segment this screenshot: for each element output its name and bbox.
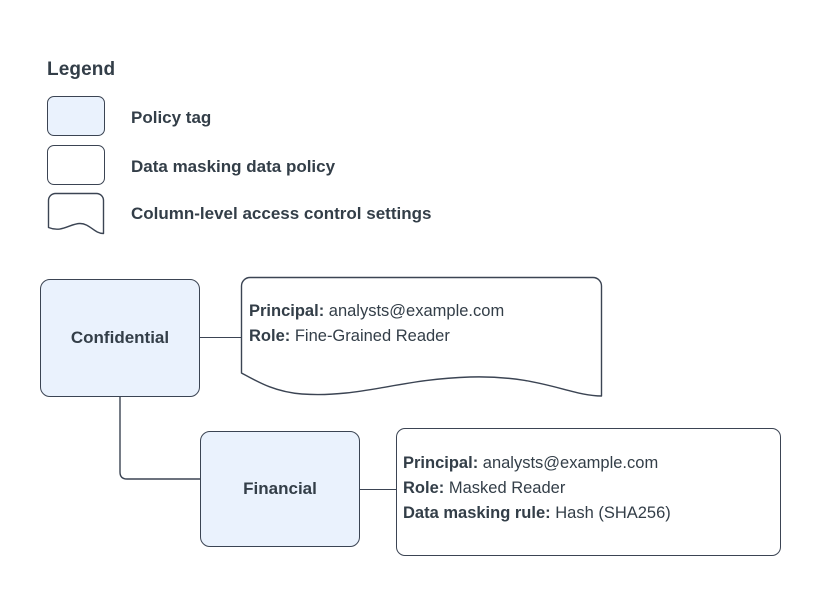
panel-row-key: Role: — [403, 479, 445, 497]
panel-row: Role: Masked Reader — [403, 476, 671, 501]
panel-row-value: analysts@example.com — [328, 302, 505, 320]
panel-row: Role: Fine-Grained Reader — [249, 324, 504, 349]
legend-heading: Legend — [47, 59, 116, 80]
legend-swatch-access-control — [47, 192, 105, 235]
wavy-bottom-rect-icon — [47, 192, 105, 235]
panel-row-key: Role: — [249, 327, 291, 345]
panel-row-value: analysts@example.com — [482, 454, 659, 472]
legend-label-policy-tag: Policy tag — [131, 108, 212, 127]
panel-row: Principal: analysts@example.com — [249, 299, 504, 324]
node-label: Confidential — [70, 328, 170, 347]
connector-financial-to-data-masking — [360, 489, 397, 491]
node-financial[interactable]: Financial — [200, 431, 360, 547]
legend-label-data-masking: Data masking data policy — [131, 157, 336, 176]
panel-row-key: Principal: — [403, 454, 479, 472]
panel-data-masking-text: Principal: analysts@example.com Role: Ma… — [403, 451, 671, 526]
legend-swatch-policy-tag — [47, 96, 105, 136]
panel-row-key: Data masking rule: — [403, 504, 551, 522]
panel-data-masking-shape — [396, 428, 781, 556]
panel-access-control-shape — [240, 276, 603, 397]
connector-confidential-to-financial — [119, 390, 201, 480]
panel-row-value: Masked Reader — [448, 479, 566, 497]
panel-row: Principal: analysts@example.com — [403, 451, 671, 476]
connector-confidential-to-access-control — [200, 337, 242, 339]
legend-label-access-control: Column-level access control settings — [131, 204, 432, 223]
rounded-rect-icon — [47, 145, 105, 185]
node-confidential[interactable]: Confidential — [40, 279, 200, 397]
panel-row-value: Hash (SHA256) — [555, 504, 671, 522]
panel-row: Data masking rule: Hash (SHA256) — [403, 501, 671, 526]
rounded-rect-filled-icon — [47, 96, 105, 136]
panel-row-key: Principal: — [249, 302, 325, 320]
panel-access-control-text: Principal: analysts@example.com Role: Fi… — [249, 299, 504, 349]
legend-swatch-data-masking — [47, 145, 105, 185]
panel-row-value: Fine-Grained Reader — [294, 327, 450, 345]
node-label: Financial — [243, 479, 317, 498]
